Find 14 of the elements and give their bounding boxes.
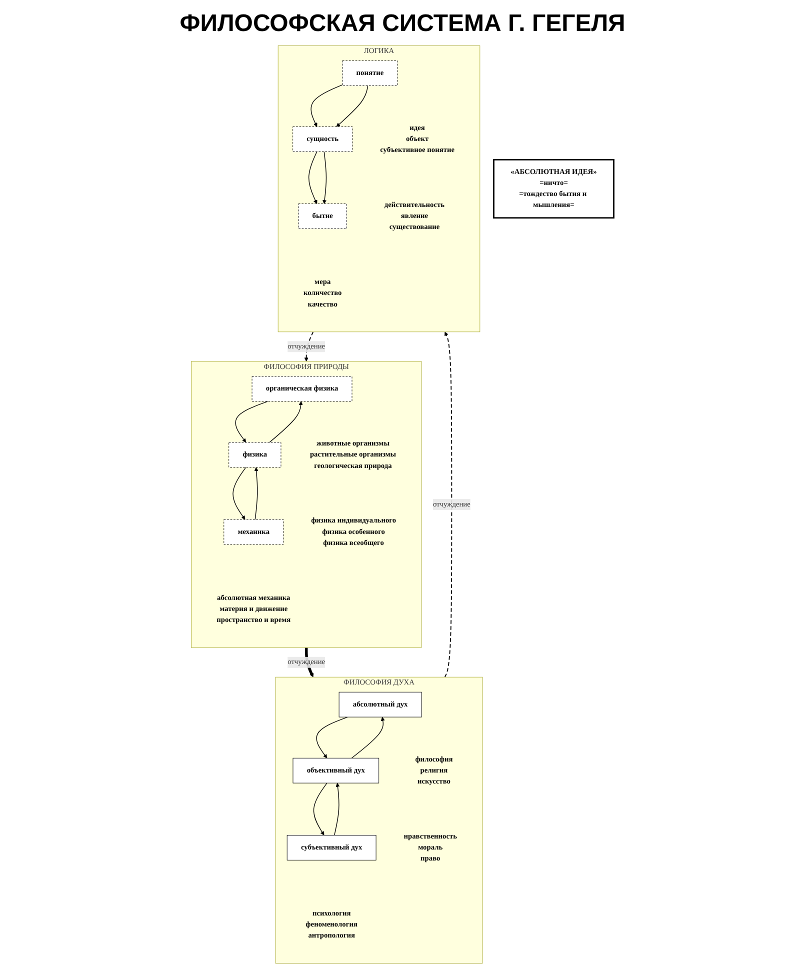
arrow <box>322 151 327 204</box>
arrow <box>235 401 268 443</box>
arrow <box>308 151 318 204</box>
diagram-title: ФИЛОСОФСКАЯ СИСТЕМА Г. ГЕГЕЛЯ <box>178 10 626 38</box>
arrow <box>444 332 452 678</box>
arrow <box>313 782 328 836</box>
arrow <box>334 782 340 836</box>
arrow <box>232 467 246 520</box>
arrow <box>310 84 343 127</box>
arrow <box>351 716 385 758</box>
arrow <box>254 467 258 520</box>
arrow <box>336 85 368 127</box>
arrow <box>316 716 348 758</box>
arrow <box>269 401 303 443</box>
